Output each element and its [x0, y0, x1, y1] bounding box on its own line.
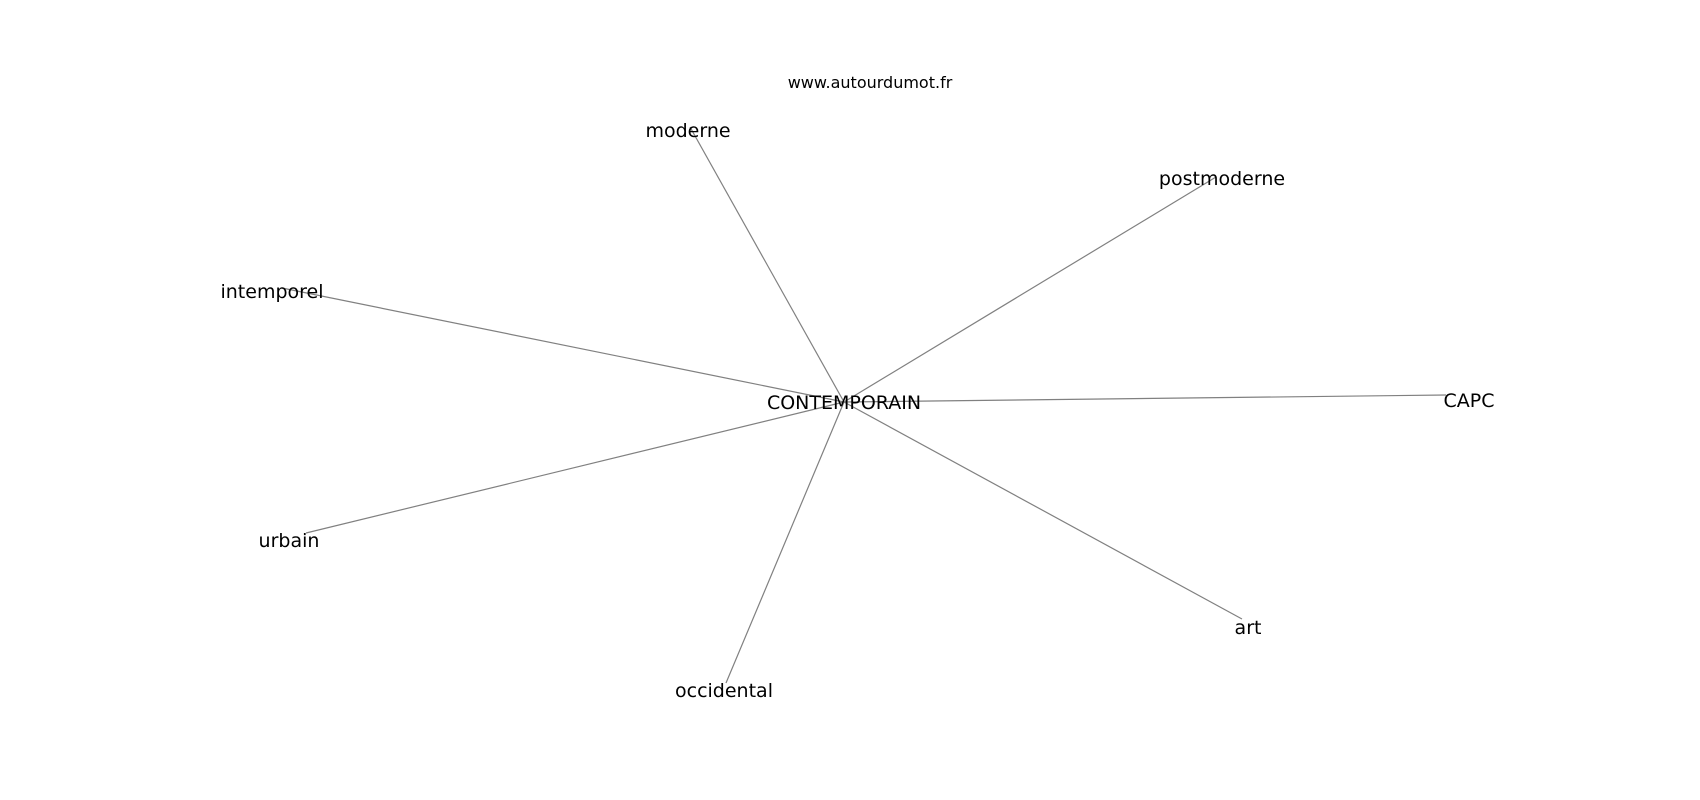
node-occidental[interactable]: occidental: [675, 680, 773, 702]
node-art[interactable]: art: [1235, 617, 1262, 639]
node-urbain[interactable]: urbain: [259, 530, 320, 552]
graph-nodes: CONTEMPORAIN moderne postmoderne intemporel…: [220, 120, 1494, 702]
node-intemporel[interactable]: intemporel: [220, 281, 323, 303]
edge-contemporain-art: [843, 401, 1243, 620]
site-credit[interactable]: www.autourdumot.fr: [788, 73, 953, 92]
node-capc[interactable]: CAPC: [1444, 390, 1495, 412]
edge-contemporain-moderne: [689, 126, 845, 403]
node-moderne[interactable]: moderne: [645, 120, 730, 142]
edge-contemporain-urbain: [305, 401, 845, 534]
node-contemporain[interactable]: CONTEMPORAIN: [767, 392, 921, 414]
graph-edges: [281, 126, 1447, 684]
node-postmoderne[interactable]: postmoderne: [1159, 168, 1285, 190]
edge-contemporain-intemporel: [281, 287, 845, 403]
edge-contemporain-capc: [843, 394, 1447, 403]
edge-contemporain-occidental: [725, 401, 845, 684]
edge-contemporain-postmoderne: [843, 176, 1217, 403]
